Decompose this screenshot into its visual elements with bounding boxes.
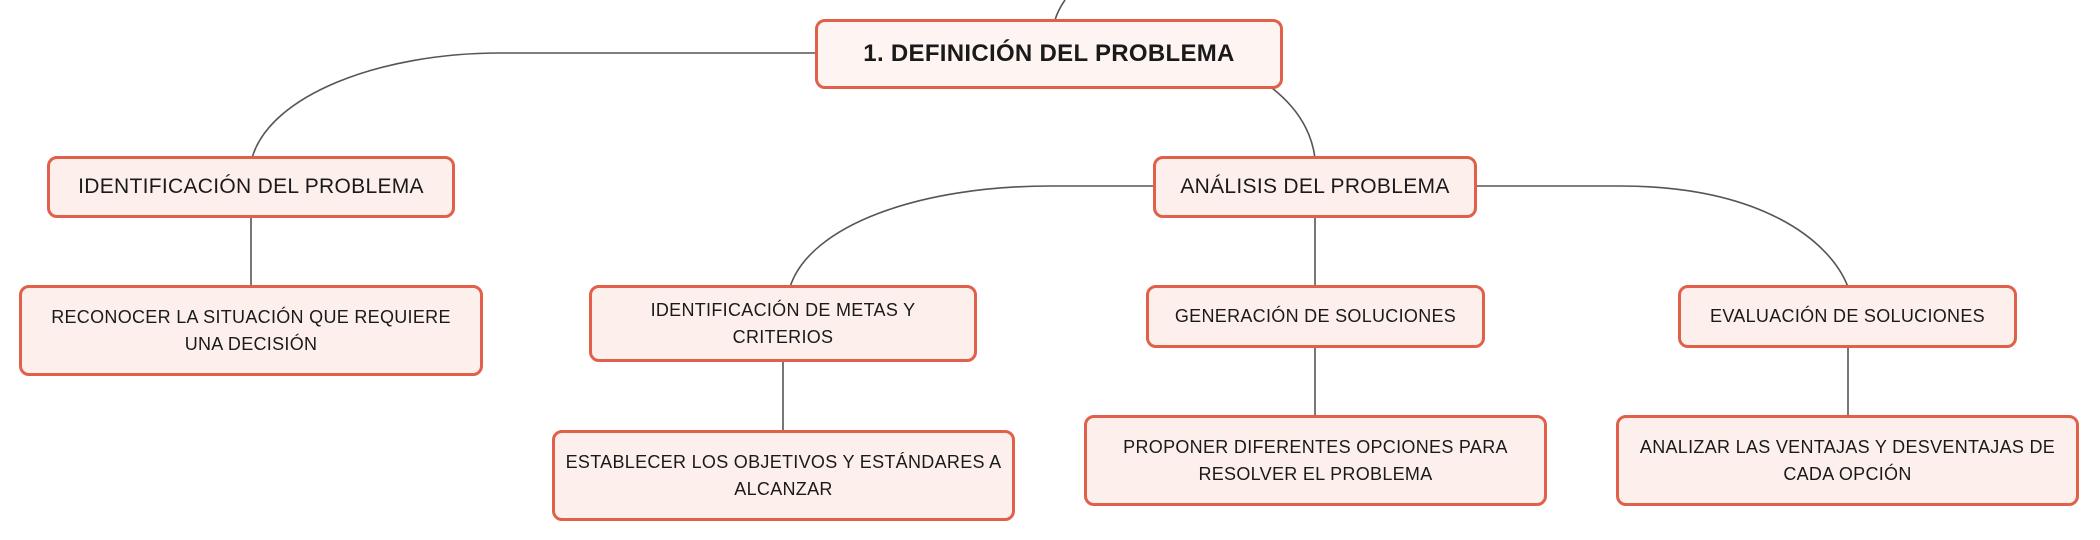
evaluacion-detail-label: ANALIZAR LAS VENTAJAS Y DESVENTAJAS DE C… bbox=[1639, 437, 2056, 484]
generacion-node-label: GENERACIÓN DE SOLUCIONES bbox=[1174, 306, 1457, 327]
generacion-detail-node[interactable]: PROPONER DIFERENTES OPCIONES PARA RESOLV… bbox=[1084, 415, 1547, 506]
identificacion-node[interactable]: IDENTIFICACIÓN DEL PROBLEMA bbox=[47, 156, 455, 218]
root-node[interactable]: 1. DEFINICIÓN DEL PROBLEMA bbox=[815, 19, 1283, 89]
metas-detail-node[interactable]: ESTABLECER LOS OBJETIVOS Y ESTÁNDARES A … bbox=[552, 430, 1015, 521]
connector-root-incoming bbox=[1054, 0, 1066, 21]
generacion-node[interactable]: GENERACIÓN DE SOLUCIONES bbox=[1146, 285, 1485, 348]
generacion-detail-label: PROPONER DIFERENTES OPCIONES PARA RESOLV… bbox=[1123, 437, 1508, 484]
identificacion-node-label: IDENTIFICACIÓN DEL PROBLEMA bbox=[78, 174, 424, 198]
metas-detail-label: ESTABLECER LOS OBJETIVOS Y ESTÁNDARES A … bbox=[565, 452, 1002, 499]
analisis-node-label: ANÁLISIS DEL PROBLEMA bbox=[1180, 174, 1450, 198]
metas-node[interactable]: IDENTIFICACIÓN DE METAS Y CRITERIOS bbox=[589, 285, 977, 362]
root-node-label: 1. DEFINICIÓN DEL PROBLEMA bbox=[863, 39, 1235, 67]
metas-node-label: IDENTIFICACIÓN DE METAS Y CRITERIOS bbox=[650, 300, 916, 347]
analisis-node[interactable]: ANÁLISIS DEL PROBLEMA bbox=[1153, 156, 1477, 218]
identificacion-detail-label: RECONOCER LA SITUACIÓN QUE REQUIERE UNA … bbox=[51, 307, 451, 354]
connector-analisis-evaluacion bbox=[1475, 185, 1849, 288]
connector-root-identificacion bbox=[251, 52, 818, 159]
connector-root-analisis bbox=[1271, 87, 1316, 159]
evaluacion-node-label: EVALUACIÓN DE SOLUCIONES bbox=[1710, 306, 1985, 327]
evaluacion-node[interactable]: EVALUACIÓN DE SOLUCIONES bbox=[1678, 285, 2017, 348]
identificacion-detail-node[interactable]: RECONOCER LA SITUACIÓN QUE REQUIERE UNA … bbox=[19, 285, 483, 376]
evaluacion-detail-node[interactable]: ANALIZAR LAS VENTAJAS Y DESVENTAJAS DE C… bbox=[1616, 415, 2079, 506]
connector-analisis-metas bbox=[789, 185, 1155, 288]
